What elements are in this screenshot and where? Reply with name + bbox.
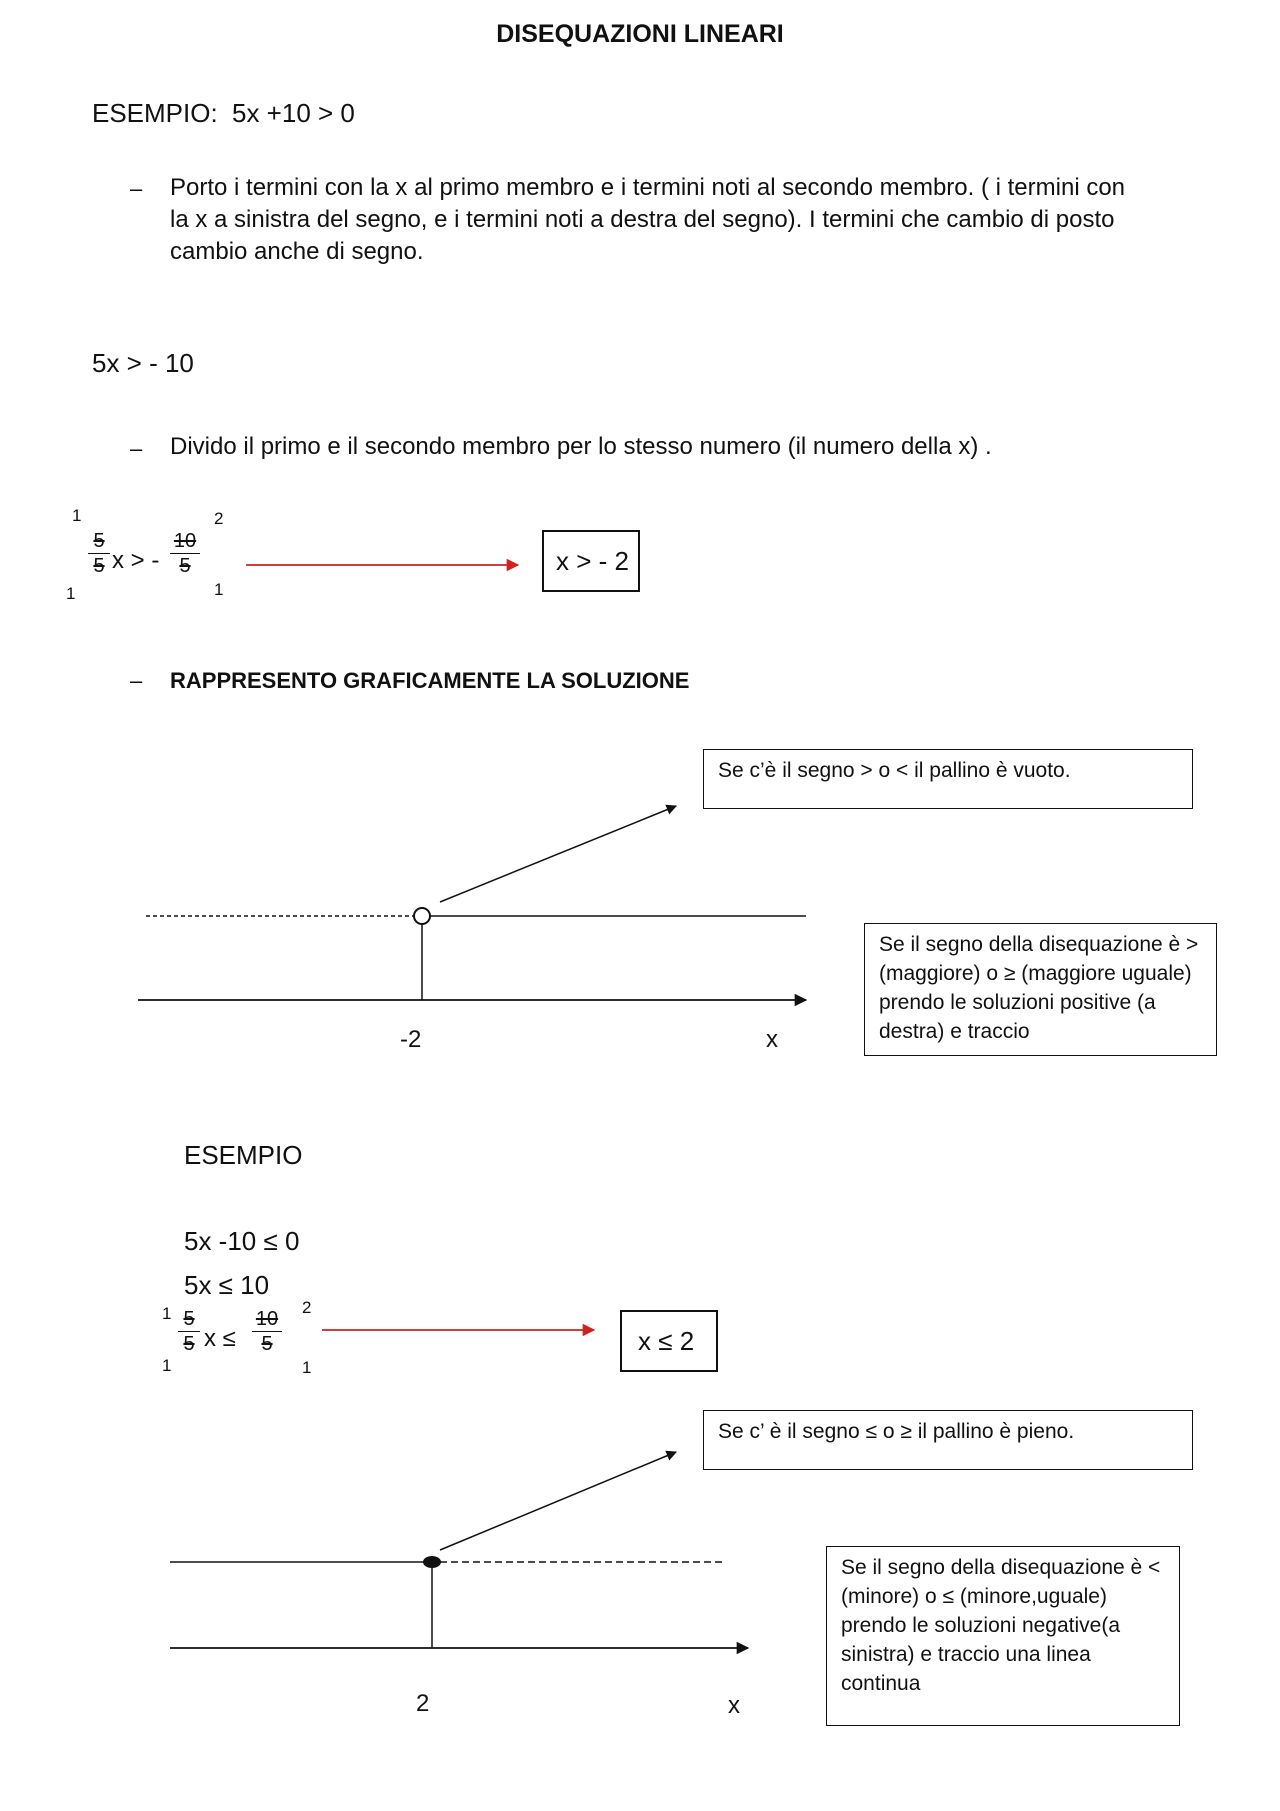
step3-heading: RAPPRESENTO GRAFICAMENTE LA SOLUZIONE	[170, 668, 690, 693]
result1: 5x > - 10	[92, 348, 194, 378]
fraction-small-num: 1	[66, 584, 76, 603]
fraction-left: 5 5	[88, 530, 110, 577]
page-title: DISEQUAZIONI LINEARI	[496, 20, 784, 48]
fraction-numerator: 10	[173, 530, 197, 552]
example2-line1: 5x -10 ≤ 0	[184, 1226, 300, 1256]
fraction-denominator: 5	[261, 1333, 273, 1355]
pointer-arrow	[439, 1450, 677, 1551]
solution-text: x ≤ 2	[638, 1326, 695, 1356]
fraction-numerator: 5	[183, 1308, 195, 1330]
example2-heading: ESEMPIO	[184, 1140, 303, 1170]
fraction-small-num: 2	[214, 509, 224, 528]
empty-dot	[413, 907, 431, 925]
fraction-denominator: 5	[179, 555, 191, 577]
axis-variable-label: x	[728, 1692, 740, 1719]
fraction-small-num: 1	[72, 506, 82, 525]
fraction-denominator: 5	[93, 555, 105, 577]
fraction-small-num: 1	[162, 1304, 172, 1323]
step1-text: Porto i termini con la x al primo membro…	[170, 174, 1126, 265]
solution-text: x > - 2	[556, 546, 629, 576]
note-positive-solutions: Se il segno della disequazione è > (magg…	[864, 923, 1217, 1056]
fraction-small-num: 1	[162, 1356, 172, 1375]
bullet-marker: –	[130, 436, 143, 461]
note-negative-solutions: Se il segno della disequazione è < (mino…	[826, 1546, 1180, 1726]
fraction-small-num: 1	[302, 1358, 312, 1377]
note-empty-dot: Se c’è il segno > o < il pallino è vuoto…	[703, 749, 1193, 809]
fraction-numerator: 10	[255, 1308, 279, 1330]
note-full-dot: Se c’ è il segno ≤ o ≥ il pallino è pien…	[703, 1410, 1193, 1470]
fraction-numerator: 5	[93, 530, 105, 552]
number-line-graph-2	[170, 1450, 750, 1655]
fraction-right: 10 5	[252, 1308, 282, 1355]
fraction-middle: x ≤	[204, 1325, 236, 1352]
number-line-graph-1	[138, 804, 808, 1007]
fraction-left: 5 5	[178, 1308, 200, 1355]
step2-text: Divido il primo e il secondo membro per …	[170, 433, 992, 460]
pointer-arrow	[439, 804, 677, 903]
axis-value-label: 2	[416, 1690, 430, 1717]
example2-line2: 5x ≤ 10	[184, 1270, 270, 1300]
example1-equation: 5x +10 > 0	[232, 98, 355, 128]
solution-box: x ≤ 2	[620, 1310, 718, 1372]
bullet-marker: –	[130, 668, 143, 693]
fraction-denominator: 5	[183, 1333, 195, 1355]
fraction-small-num: 2	[302, 1298, 312, 1317]
example1-heading: ESEMPIO:	[92, 98, 218, 128]
fraction-middle: x > -	[112, 547, 160, 574]
axis-value-label: -2	[400, 1026, 422, 1053]
fraction-small-num: 1	[214, 580, 224, 599]
fraction-right: 10 5	[170, 530, 200, 577]
bullet-marker: –	[130, 176, 143, 201]
solution-box: x > - 2	[542, 530, 640, 592]
full-dot	[423, 1556, 441, 1568]
axis-variable-label: x	[766, 1026, 778, 1053]
